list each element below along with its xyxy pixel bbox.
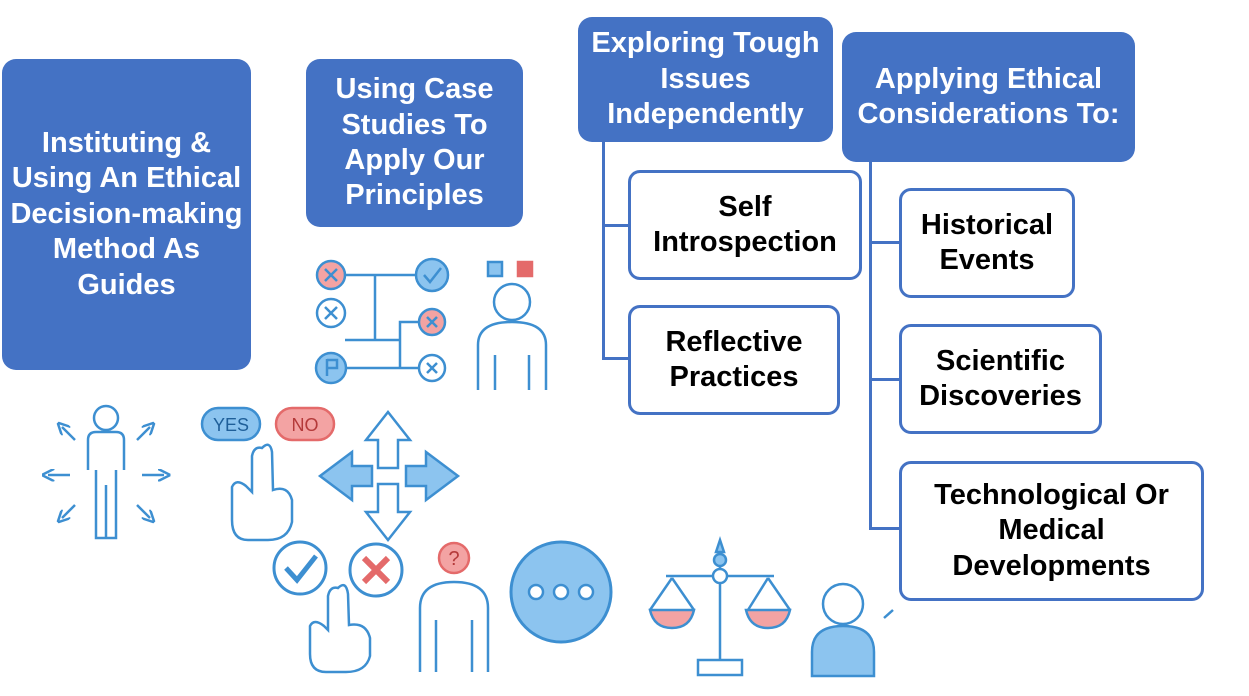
applying-connector-vertical <box>869 162 872 530</box>
scales-icon <box>648 536 792 677</box>
question-person-icon: ? <box>418 541 490 672</box>
exploring-connector-vertical <box>602 142 605 360</box>
question-mark: ? <box>448 548 459 570</box>
case-studies-text: Using Case Studies To Apply Our Principl… <box>335 73 494 212</box>
checkbox-flowchart-icon <box>314 257 450 385</box>
direction-arrows-icon <box>317 409 461 543</box>
self-introspection-text: Self Introspection <box>653 190 837 258</box>
person-icon <box>810 582 894 678</box>
scientific-discoveries-text: Scientific Discoveries <box>919 344 1082 412</box>
historical-events-box: Historical Events <box>899 188 1075 298</box>
technological-medical-text: Technological Or Medical Developments <box>934 478 1169 582</box>
technological-medical-box: Technological Or Medical Developments <box>899 461 1204 601</box>
chat-bubble-icon <box>509 540 613 644</box>
exploring-text: Exploring Tough Issues Independently <box>591 27 820 131</box>
yes-no-hand-icon: YES NO <box>200 406 336 542</box>
applying-connector-technological <box>869 527 900 530</box>
no-label: NO <box>292 415 319 435</box>
reflective-practices-text: Reflective Practices <box>665 325 803 393</box>
scientific-discoveries-box: Scientific Discoveries <box>899 324 1102 434</box>
applying-connector-historical <box>869 241 900 244</box>
exploring-box: Exploring Tough Issues Independently <box>578 17 833 142</box>
applying-text: Applying Ethical Considerations To: <box>857 62 1120 130</box>
exploring-connector-self <box>602 224 629 227</box>
applying-box: Applying Ethical Considerations To: <box>842 32 1135 162</box>
reflective-practices-box: Reflective Practices <box>628 305 840 415</box>
self-introspection-box: Self Introspection <box>628 170 862 280</box>
check-hand-icon <box>272 540 404 674</box>
historical-events-text: Historical Events <box>920 208 1054 276</box>
exploring-connector-reflective <box>602 357 629 360</box>
yes-label: YES <box>213 415 249 435</box>
person-arrows-icon <box>48 404 164 540</box>
instituting-text: Instituting & Using An Ethical Decision-… <box>10 127 243 301</box>
case-studies-box: Using Case Studies To Apply Our Principl… <box>306 59 523 227</box>
instituting-box: Instituting & Using An Ethical Decision-… <box>2 59 251 370</box>
applying-connector-scientific <box>869 378 900 381</box>
confused-person-icon <box>476 260 548 390</box>
